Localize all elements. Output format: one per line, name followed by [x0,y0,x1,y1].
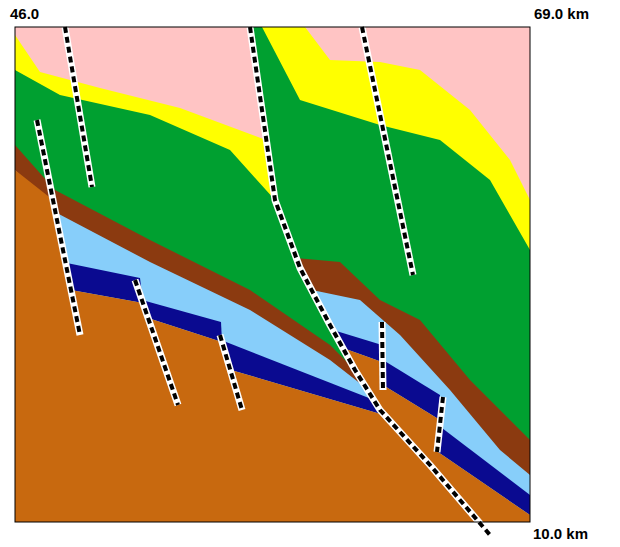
light-blue-layer [15,170,530,522]
fault-line [250,27,490,535]
fault-line [437,397,443,452]
axis-label: 10.0 km [533,526,588,541]
yellow-layer [15,27,530,522]
basement-layer [15,170,530,522]
fault-line [362,27,413,275]
axis-label: 69.0 km [534,6,589,21]
section-frame [15,27,530,522]
axis-label: 46.0 [10,6,39,21]
green-layer [15,27,530,522]
fault-line [250,27,490,535]
fault-line [220,335,242,410]
fault-line [135,280,178,405]
fault-line [135,280,178,405]
fault-line [362,27,413,275]
fault-line [65,27,92,187]
fault-lines [37,27,490,535]
fault-line [37,120,80,335]
fault-line [382,322,383,390]
pink-layer [15,27,530,522]
fault-line [382,322,383,390]
fault-line [220,335,242,410]
fault-line [65,27,92,187]
fault-line [437,397,443,452]
fault-line [37,120,80,335]
